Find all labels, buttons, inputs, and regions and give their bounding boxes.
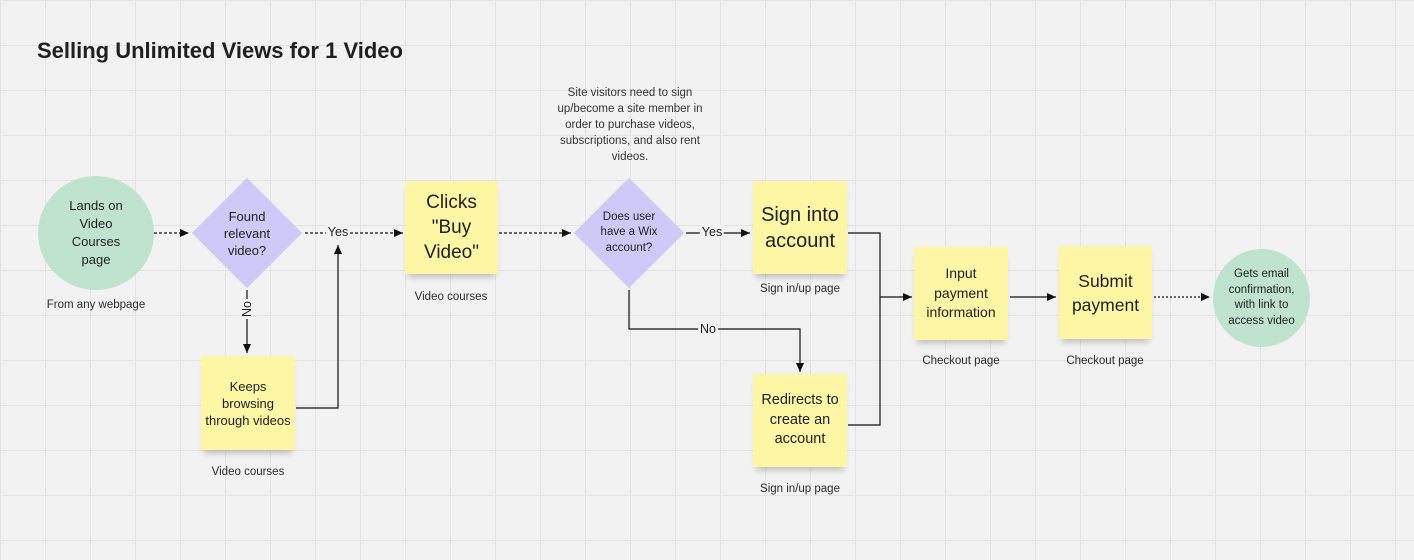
caption-video-courses-keeps: Video courses xyxy=(211,466,285,478)
edge-signin-to-payment xyxy=(848,232,912,301)
sticky-redirects-create-account[interactable]: Redirects to create an account xyxy=(753,374,847,467)
edge-label-found-yes: Yes xyxy=(325,225,351,239)
caption-sign-in-up-page-2: Sign in/up page xyxy=(760,483,840,495)
edge-label-found-no: No xyxy=(240,299,254,319)
caption-checkout-page: Checkout page xyxy=(922,355,1000,367)
annotation-note: Site visitors need to sign up/become a s… xyxy=(557,87,703,163)
node-lands-on-video-courses[interactable]: Lands on Video Courses page xyxy=(38,176,154,290)
edge-keeps-back xyxy=(296,245,342,409)
caption-video-courses-clicks: Video courses xyxy=(414,291,488,303)
edge-redirect-to-payment xyxy=(848,297,881,426)
edge-label-account-yes: Yes xyxy=(699,225,725,239)
decision-found-relevant-video[interactable]: Found relevant video? xyxy=(190,176,304,290)
sticky-input-payment-information[interactable]: Input payment information xyxy=(914,247,1008,340)
sticky-clicks-buy-video[interactable]: Clicks "Buy Video" xyxy=(405,181,498,274)
decision-has-wix-account[interactable]: Does user have a Wix account? xyxy=(572,176,686,290)
edge-label-account-no: No xyxy=(698,322,718,336)
caption-from-any-webpage: From any webpage xyxy=(46,299,146,311)
node-gets-email-confirmation[interactable]: Gets email confirmation, with link to ac… xyxy=(1213,249,1310,347)
caption-checkout-page-2: Checkout page xyxy=(1066,355,1144,367)
diagram-title: Selling Unlimited Views for 1 Video xyxy=(37,38,403,63)
sticky-submit-payment[interactable]: Submit payment xyxy=(1059,246,1152,339)
sticky-sign-into-account[interactable]: Sign into account xyxy=(753,181,847,274)
caption-sign-in-up-page: Sign in/up page xyxy=(760,283,840,295)
sticky-keeps-browsing[interactable]: Keeps browsing through videos xyxy=(201,356,295,450)
